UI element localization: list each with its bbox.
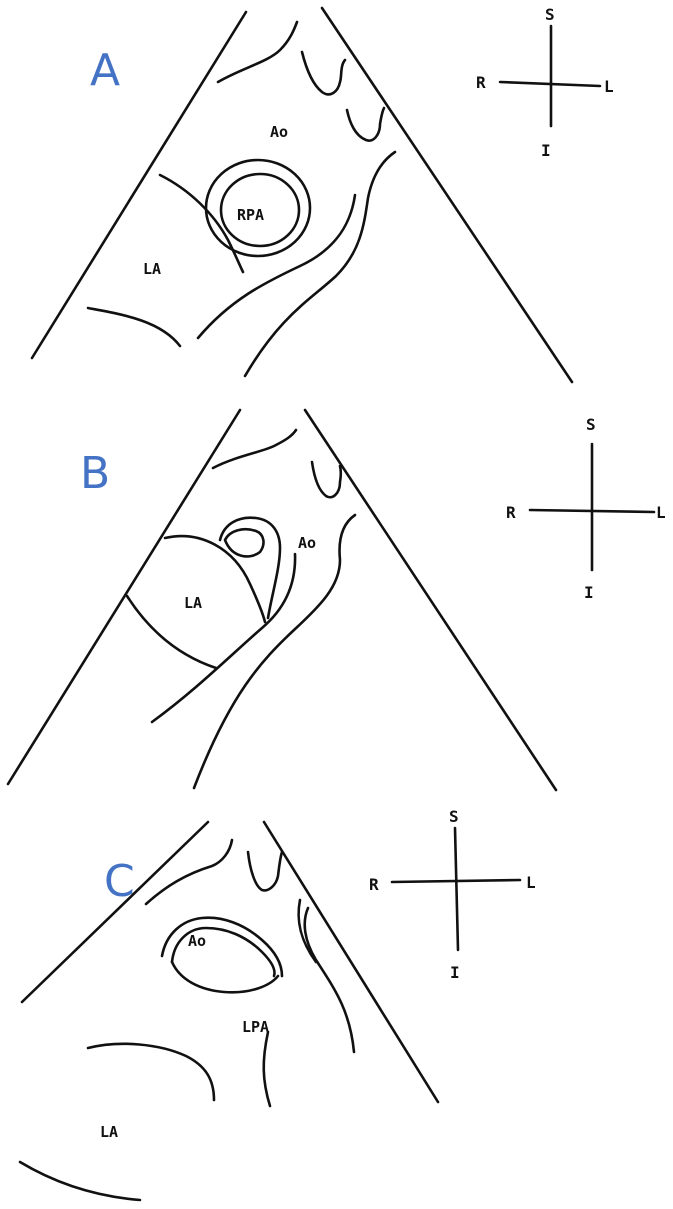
panel-c-lpa-inner bbox=[170, 926, 276, 978]
panel-a-top-arch bbox=[216, 20, 299, 84]
panel-c-lpa-outer bbox=[160, 916, 284, 978]
panel-a-la-wall bbox=[158, 173, 245, 274]
panel-b-left-label: L bbox=[656, 503, 666, 522]
panel-a-la-floor bbox=[86, 306, 182, 348]
panel-a-sector-right-edge bbox=[320, 6, 574, 384]
panel-c-sector-right-edge bbox=[262, 820, 440, 1104]
panel-c-la-roof bbox=[86, 1042, 216, 1102]
panel-b-ao-wall-left bbox=[150, 552, 297, 724]
panel-b-sector-right-edge bbox=[303, 408, 558, 792]
panel-c-cross-vertical bbox=[453, 826, 460, 952]
panel-c-orientation-cross: S I R L bbox=[369, 807, 536, 982]
panel-c: C Ao LPA LA S I R L bbox=[18, 807, 536, 1202]
panel-c-left-label: L bbox=[526, 873, 536, 892]
panel-c-ao-wall-right bbox=[303, 906, 356, 1054]
panel-b-la-outline bbox=[163, 534, 267, 624]
panel-b: B Ao LA S I R L bbox=[6, 408, 666, 792]
panel-b-la-label: LA bbox=[184, 594, 202, 612]
panel-c-right-label: R bbox=[369, 875, 379, 894]
panel-a-ao-label: Ao bbox=[270, 123, 288, 141]
panel-a-right-label: R bbox=[476, 73, 486, 92]
panel-b-pa-inner bbox=[223, 528, 265, 558]
panel-b-right-label: R bbox=[506, 503, 516, 522]
panel-a-letter: A bbox=[90, 45, 120, 96]
panel-b-sector-left-edge bbox=[6, 408, 242, 786]
panel-a-sector-left-edge bbox=[30, 10, 248, 360]
panel-a-superior-label: S bbox=[545, 5, 555, 24]
panel-c-sector-left-edge bbox=[20, 820, 210, 1004]
panel-a-rpa-label: RPA bbox=[237, 206, 264, 224]
panel-b-ao-wall-right bbox=[192, 513, 357, 790]
panel-b-cross-horizontal bbox=[528, 508, 656, 514]
panel-b-la-floor bbox=[125, 594, 218, 670]
panel-a-rpa-inner bbox=[219, 172, 301, 248]
panel-a-inferior-label: I bbox=[541, 141, 551, 160]
panel-a-ao-wall-right bbox=[196, 193, 357, 340]
panel-c-top-arch bbox=[144, 838, 234, 906]
panel-c-cross-horizontal bbox=[390, 878, 522, 884]
panel-b-inferior-label: I bbox=[584, 583, 594, 602]
panel-c-ao-label: Ao bbox=[188, 932, 206, 950]
panel-c-vessel bbox=[246, 850, 284, 892]
panel-b-pa-outer bbox=[218, 516, 282, 620]
panel-c-la-floor bbox=[18, 1160, 142, 1202]
panel-a-cross-horizontal bbox=[498, 80, 602, 88]
panel-a: A Ao RPA LA S I R L bbox=[30, 5, 614, 384]
panel-a-upper-vessel bbox=[300, 50, 347, 96]
panel-c-ao-wall-far bbox=[297, 898, 318, 964]
panel-b-top-arch bbox=[211, 428, 298, 470]
panel-b-superior-label: S bbox=[586, 415, 596, 434]
panel-c-lpa-label: LPA bbox=[242, 1018, 269, 1036]
panel-a-orientation-cross: S I R L bbox=[476, 5, 614, 160]
panel-a-ao-wall-left bbox=[243, 150, 397, 378]
panel-c-la-label: LA bbox=[100, 1123, 118, 1141]
panel-c-lpa-lower-wall bbox=[170, 960, 280, 994]
panel-a-lower-vessel bbox=[345, 106, 386, 142]
panel-b-letter: B bbox=[80, 448, 110, 499]
panel-c-inferior-label: I bbox=[450, 963, 460, 982]
panel-b-vessel bbox=[310, 460, 343, 499]
panel-a-la-label: LA bbox=[143, 260, 161, 278]
panel-a-left-label: L bbox=[604, 77, 614, 96]
panel-c-la-septum bbox=[262, 1030, 272, 1108]
panel-c-superior-label: S bbox=[449, 807, 459, 826]
panel-b-ao-label: Ao bbox=[298, 534, 316, 552]
panel-b-orientation-cross: S I R L bbox=[506, 415, 666, 602]
panel-c-letter: C bbox=[104, 856, 135, 907]
